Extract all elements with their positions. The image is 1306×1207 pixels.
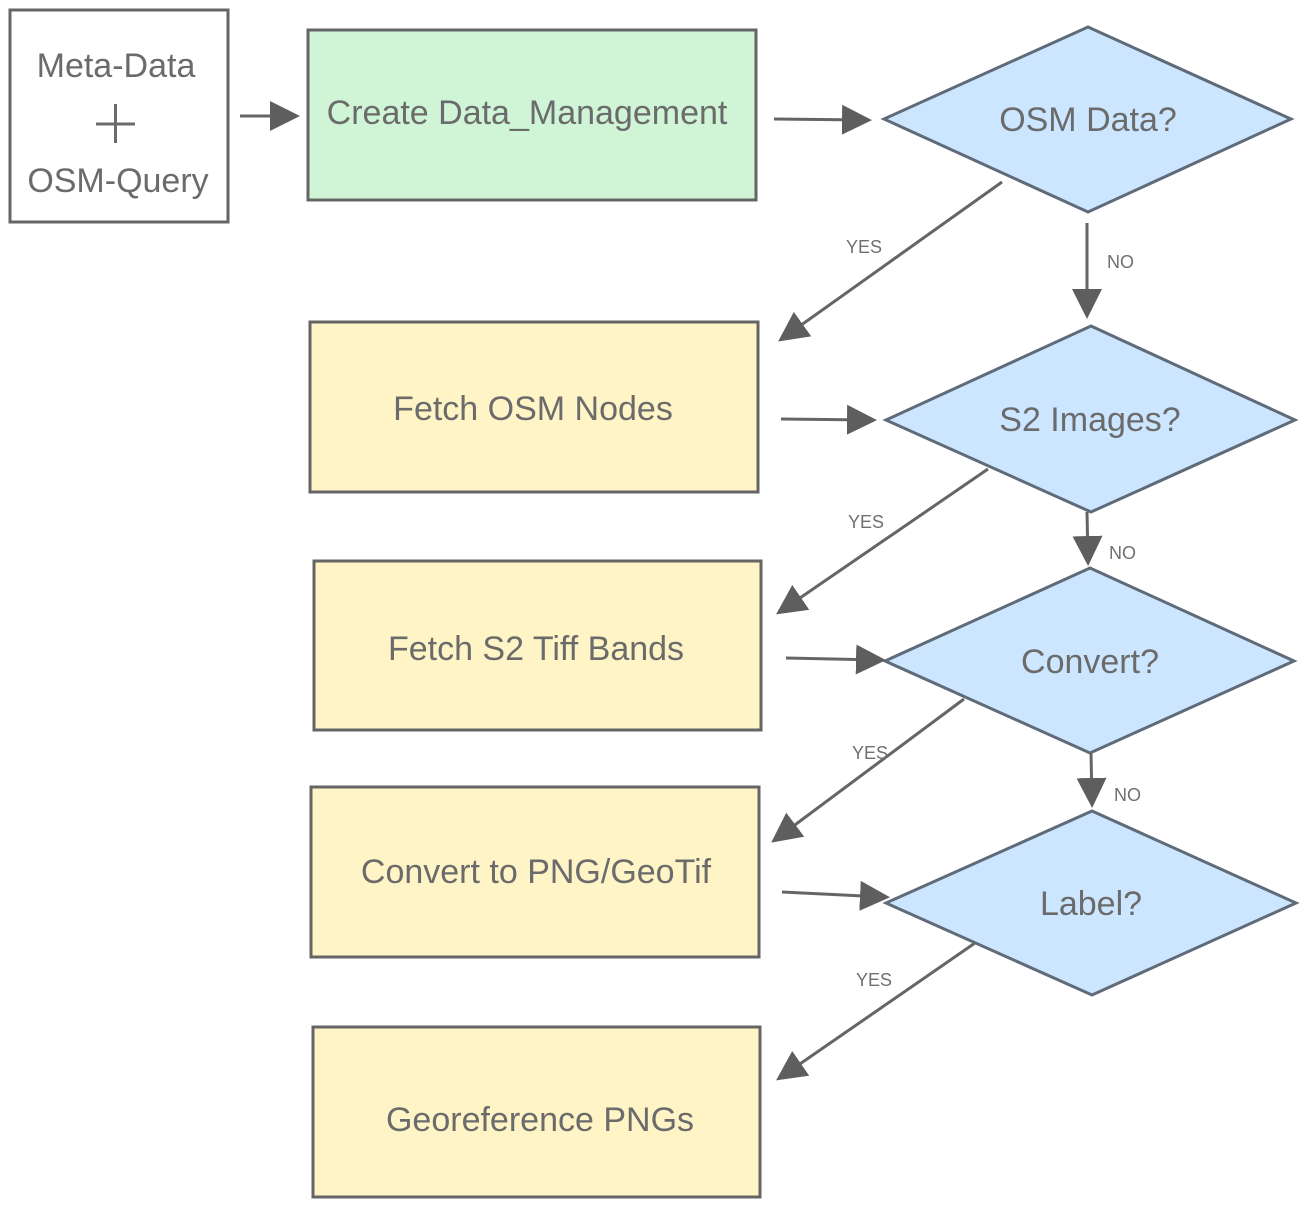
arrow-convert-to-label [781, 880, 890, 911]
convert-no-label: NO [1114, 785, 1141, 805]
fetch-osm-nodes-label: Fetch OSM Nodes [393, 390, 673, 428]
convert-decision-label: Convert? [1021, 643, 1159, 681]
georeference-pngs-box: Georeference PNGs [311, 1025, 762, 1199]
convert-to-png-geotif-box: Convert to PNG/GeoTif [309, 785, 761, 959]
osm-data-decision-label: OSM Data? [999, 101, 1177, 139]
osm-data-yes-label: YES [846, 237, 882, 257]
convert-to-png-geotif-label: Convert to PNG/GeoTif [361, 853, 712, 891]
arrow-convert-yes [771, 697, 965, 843]
osm-query-label: OSM-Query [27, 162, 208, 200]
create-data-management-box: Create Data_Management [306, 28, 758, 202]
fetch-osm-nodes-box: Fetch OSM Nodes [308, 320, 760, 494]
convert-decision: Convert? [881, 566, 1298, 755]
arrow-convert-no [1076, 752, 1107, 808]
arrow-fetch-osm-to-s2 [780, 404, 877, 435]
arrow-s2-images-no [1072, 511, 1103, 566]
label-yes-label: YES [856, 970, 892, 990]
arrow-create-to-osm-data [773, 104, 872, 135]
georeference-pngs-label: Georeference PNGs [386, 1101, 694, 1139]
meta-data-label: Meta-Data [37, 47, 196, 85]
osm-data-no-label: NO [1107, 252, 1134, 272]
fetch-s2-tiff-bands-label: Fetch S2 Tiff Bands [388, 630, 684, 668]
fetch-s2-tiff-bands-box: Fetch S2 Tiff Bands [312, 559, 763, 732]
convert-yes-label: YES [852, 743, 888, 763]
arrow-osm-data-yes [778, 180, 1003, 342]
s2-images-decision-label: S2 Images? [999, 401, 1180, 439]
input-box: Meta-Data OSM-Query [8, 8, 230, 224]
label-decision: Label? [882, 809, 1300, 997]
osm-data-decision: OSM Data? [880, 25, 1295, 214]
label-decision-label: Label? [1040, 885, 1142, 923]
arrow-label-yes [776, 941, 976, 1081]
s2-images-decision: S2 Images? [882, 324, 1299, 514]
s2-images-yes-label: YES [848, 512, 884, 532]
create-data-management-label: Create Data_Management [327, 94, 728, 132]
arrow-fetch-s2-to-convert [785, 644, 886, 675]
s2-images-no-label: NO [1109, 543, 1136, 563]
arrow-s2-images-yes [776, 467, 989, 615]
